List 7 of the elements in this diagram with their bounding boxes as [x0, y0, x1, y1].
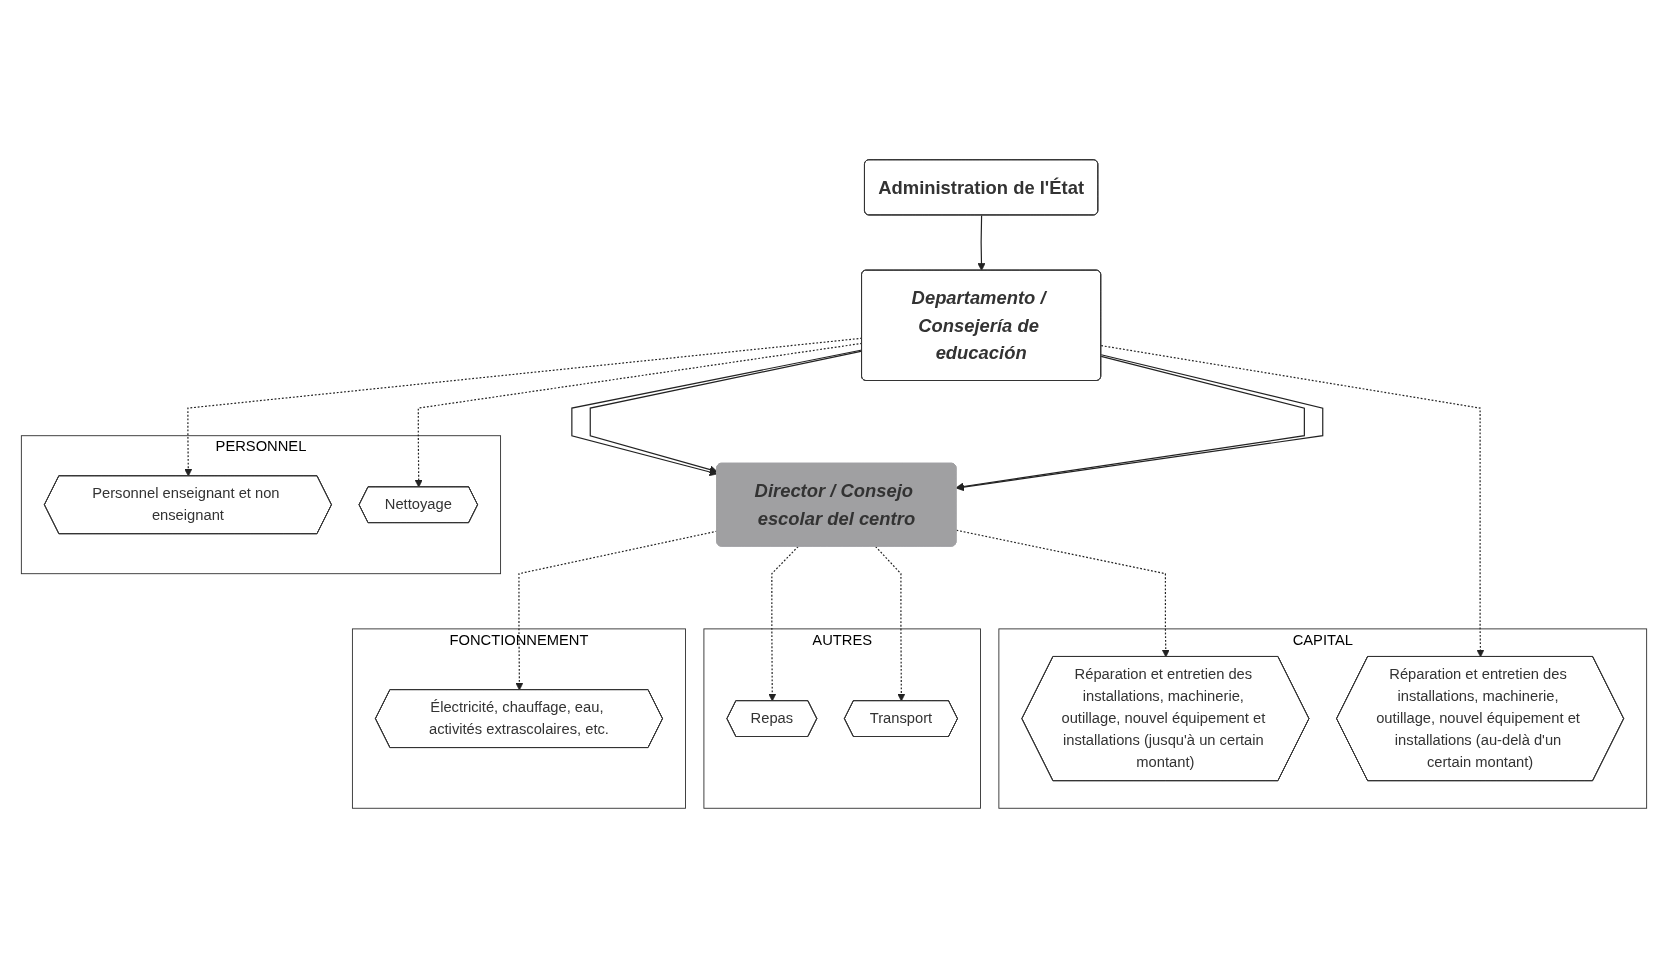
arrow: [977, 214, 986, 271]
arrow: [1100, 345, 1485, 658]
arrow: [955, 529, 1170, 658]
arrow: [874, 545, 906, 702]
arrow: [184, 337, 863, 477]
arrow: [414, 342, 863, 488]
arrow: [768, 545, 799, 702]
